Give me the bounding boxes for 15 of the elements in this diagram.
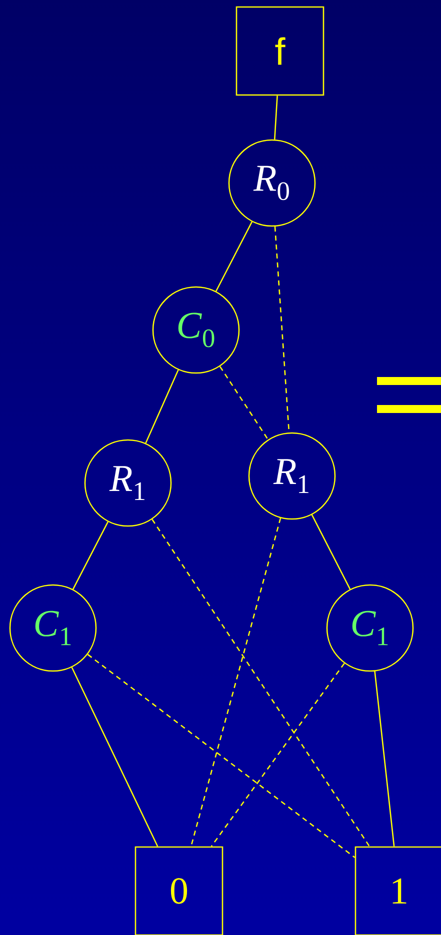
- connector-line: [274, 96, 278, 140]
- connector-line: [152, 519, 370, 847]
- connector-line: [215, 221, 253, 292]
- terminal-box: f: [236, 6, 324, 96]
- connector-line: [210, 662, 345, 847]
- connector-line: [71, 667, 158, 847]
- connector-line: [87, 654, 356, 858]
- connector-line: [145, 370, 179, 444]
- connector-line: [72, 521, 109, 590]
- terminal-box: 0: [134, 846, 224, 935]
- connector-line: [219, 366, 269, 440]
- connector-line: [190, 518, 282, 847]
- terminal-box: 1: [354, 846, 441, 935]
- connector-line: [311, 514, 351, 590]
- connector-line: [374, 671, 395, 846]
